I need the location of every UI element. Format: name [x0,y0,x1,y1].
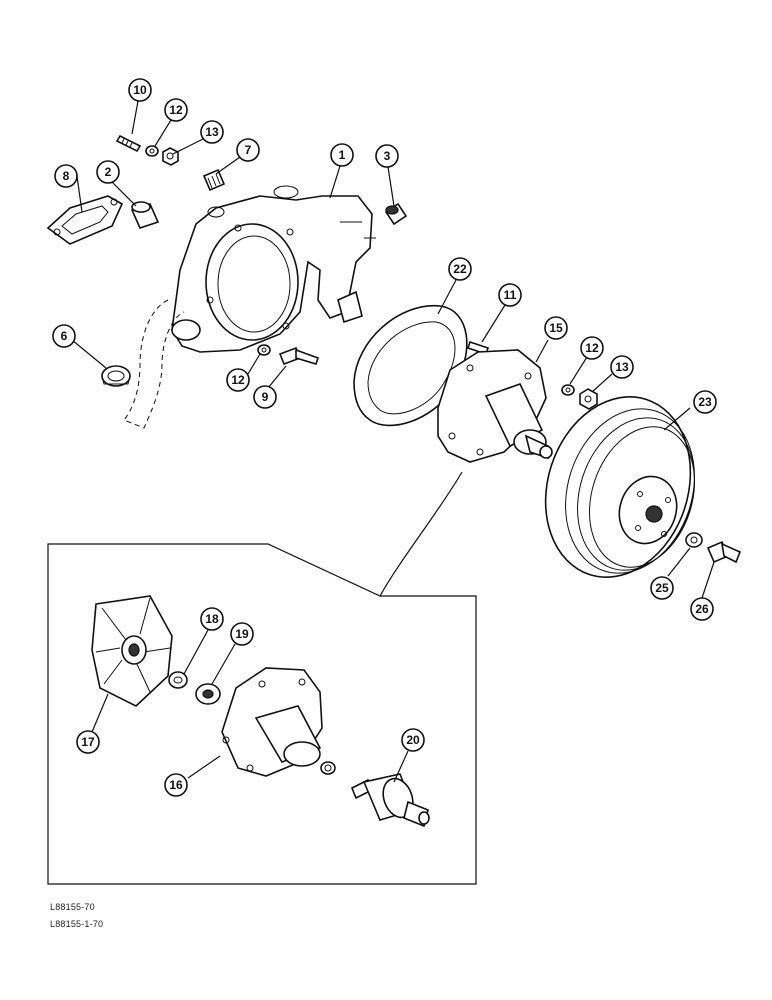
callout-19: 19 [230,622,254,646]
shaft-bearing-20-shape [350,773,430,828]
nut-13b-shape [579,388,598,410]
callout-16: 16 [164,773,188,797]
svg-text:11: 11 [504,288,517,302]
washer-12a-shape [145,145,159,157]
bolt-7-shape [202,168,226,192]
gasket-8-shape [46,195,124,245]
bolt-26-shape [706,540,742,564]
svg-text:2: 2 [105,165,112,179]
svg-text:1: 1 [339,148,346,162]
callout-11: 11 [498,283,522,307]
seal-18-shape [168,671,188,689]
bolt-9-shape [278,346,320,366]
figure-reference-2: L88155-1-70 [50,919,104,929]
pump-housing-1-shape [171,185,376,353]
seal-6-shape [101,365,131,387]
callout-12b: 12 [580,336,604,360]
svg-text:13: 13 [205,125,219,139]
svg-text:18: 18 [205,612,219,626]
detail-inset-frame [47,543,477,885]
detail-pointer-line [379,471,463,597]
callout-2: 2 [96,160,120,184]
callout-10: 10 [128,78,152,102]
svg-text:25: 25 [655,581,669,595]
nut-13a-shape [162,147,179,166]
svg-text:12: 12 [585,341,599,355]
plug-2-shape [130,201,160,229]
washer-12c-shape [257,344,271,356]
callout-13a: 13 [200,120,224,144]
svg-text:26: 26 [695,602,709,616]
svg-text:23: 23 [698,395,712,409]
svg-text:7: 7 [245,143,252,157]
callout-9: 9 [253,385,277,409]
svg-text:15: 15 [549,321,563,335]
callout-20: 20 [401,728,425,752]
stud-10-shape [115,134,142,153]
callout-23: 23 [693,390,717,414]
callout-22: 22 [448,257,472,281]
svg-text:12: 12 [231,373,245,387]
svg-text:12: 12 [169,103,183,117]
hose-dashed-outline [123,299,185,429]
callout-12c: 12 [226,368,250,392]
svg-text:17: 17 [81,735,95,749]
callout-17: 17 [76,730,100,754]
washer-detail-shape [320,761,336,775]
plug-3-shape [384,202,408,226]
pulley-23-shape [544,396,696,578]
seal-19-shape [195,683,221,705]
callout-7: 7 [236,138,260,162]
callout-1: 1 [330,143,354,167]
svg-text:22: 22 [453,262,467,276]
callout-8: 8 [54,164,78,188]
figure-reference-1: L88155-70 [50,902,95,912]
callout-26: 26 [690,597,714,621]
washer-25-shape [685,532,703,548]
callout-12a: 12 [164,98,188,122]
callout-25: 25 [650,576,674,600]
svg-text:19: 19 [235,627,249,641]
callout-15: 15 [544,316,568,340]
callout-6: 6 [52,324,76,348]
svg-text:10: 10 [133,83,147,97]
callout-18: 18 [200,607,224,631]
washer-12b-shape [561,384,575,396]
pump-cover-15-shape [437,349,553,463]
leader-lines [71,100,715,783]
callout-13b: 13 [610,355,634,379]
svg-text:3: 3 [384,149,391,163]
cover-16-shape [221,667,323,777]
svg-text:16: 16 [169,778,183,792]
svg-text:6: 6 [61,329,68,343]
svg-text:20: 20 [406,733,420,747]
callout-3: 3 [375,144,399,168]
svg-text:9: 9 [262,390,269,404]
svg-text:13: 13 [615,360,629,374]
svg-text:8: 8 [63,169,70,183]
impeller-17-shape [91,595,173,707]
